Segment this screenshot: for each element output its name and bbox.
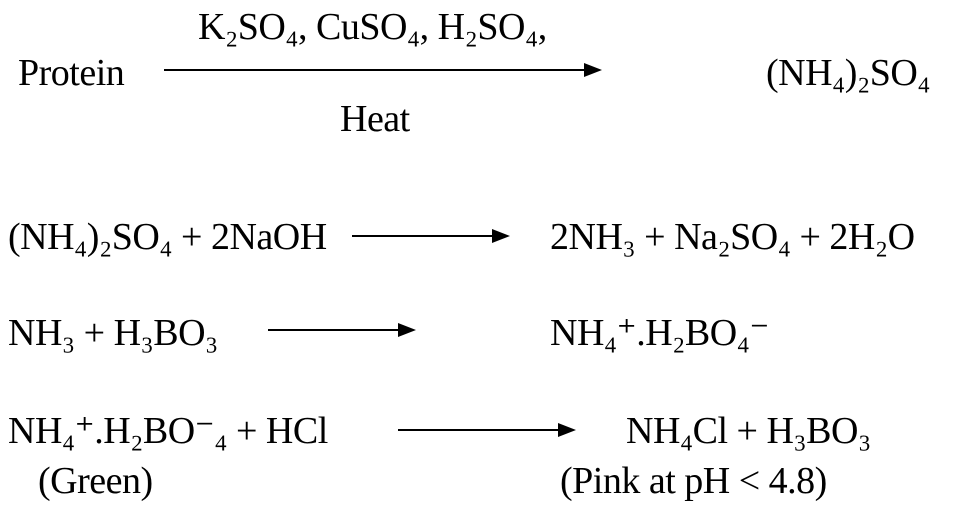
reaction4-products: NH₄Cl + H₃BO₃	[626, 410, 871, 452]
reaction2-reactants: (NH₄)₂SO₄ + 2NaOH	[8, 216, 327, 258]
reaction1-conditions-top: K₂SO₄, CuSO₄, H₂SO₄,	[198, 6, 547, 48]
reaction1-conditions-bottom: Heat	[340, 98, 410, 140]
reaction3-reactants: NH₃ + H₃BO₃	[8, 312, 218, 354]
reaction3-products: NH₄⁺.H₂BO₄⁻	[550, 312, 769, 354]
reaction2-products: 2NH₃ + Na₂SO₄ + 2H₂O	[550, 216, 915, 258]
reaction4-product-note: (Pink at pH < 4.8)	[560, 460, 827, 502]
reaction1-product: (NH₄)₂SO₄	[766, 52, 931, 94]
reaction1-reactant: Protein	[18, 52, 125, 94]
reaction4-reactant-note: (Green)	[38, 460, 153, 502]
reaction4-reactants: NH₄⁺.H₂BO⁻₄ + HCl	[8, 410, 328, 452]
